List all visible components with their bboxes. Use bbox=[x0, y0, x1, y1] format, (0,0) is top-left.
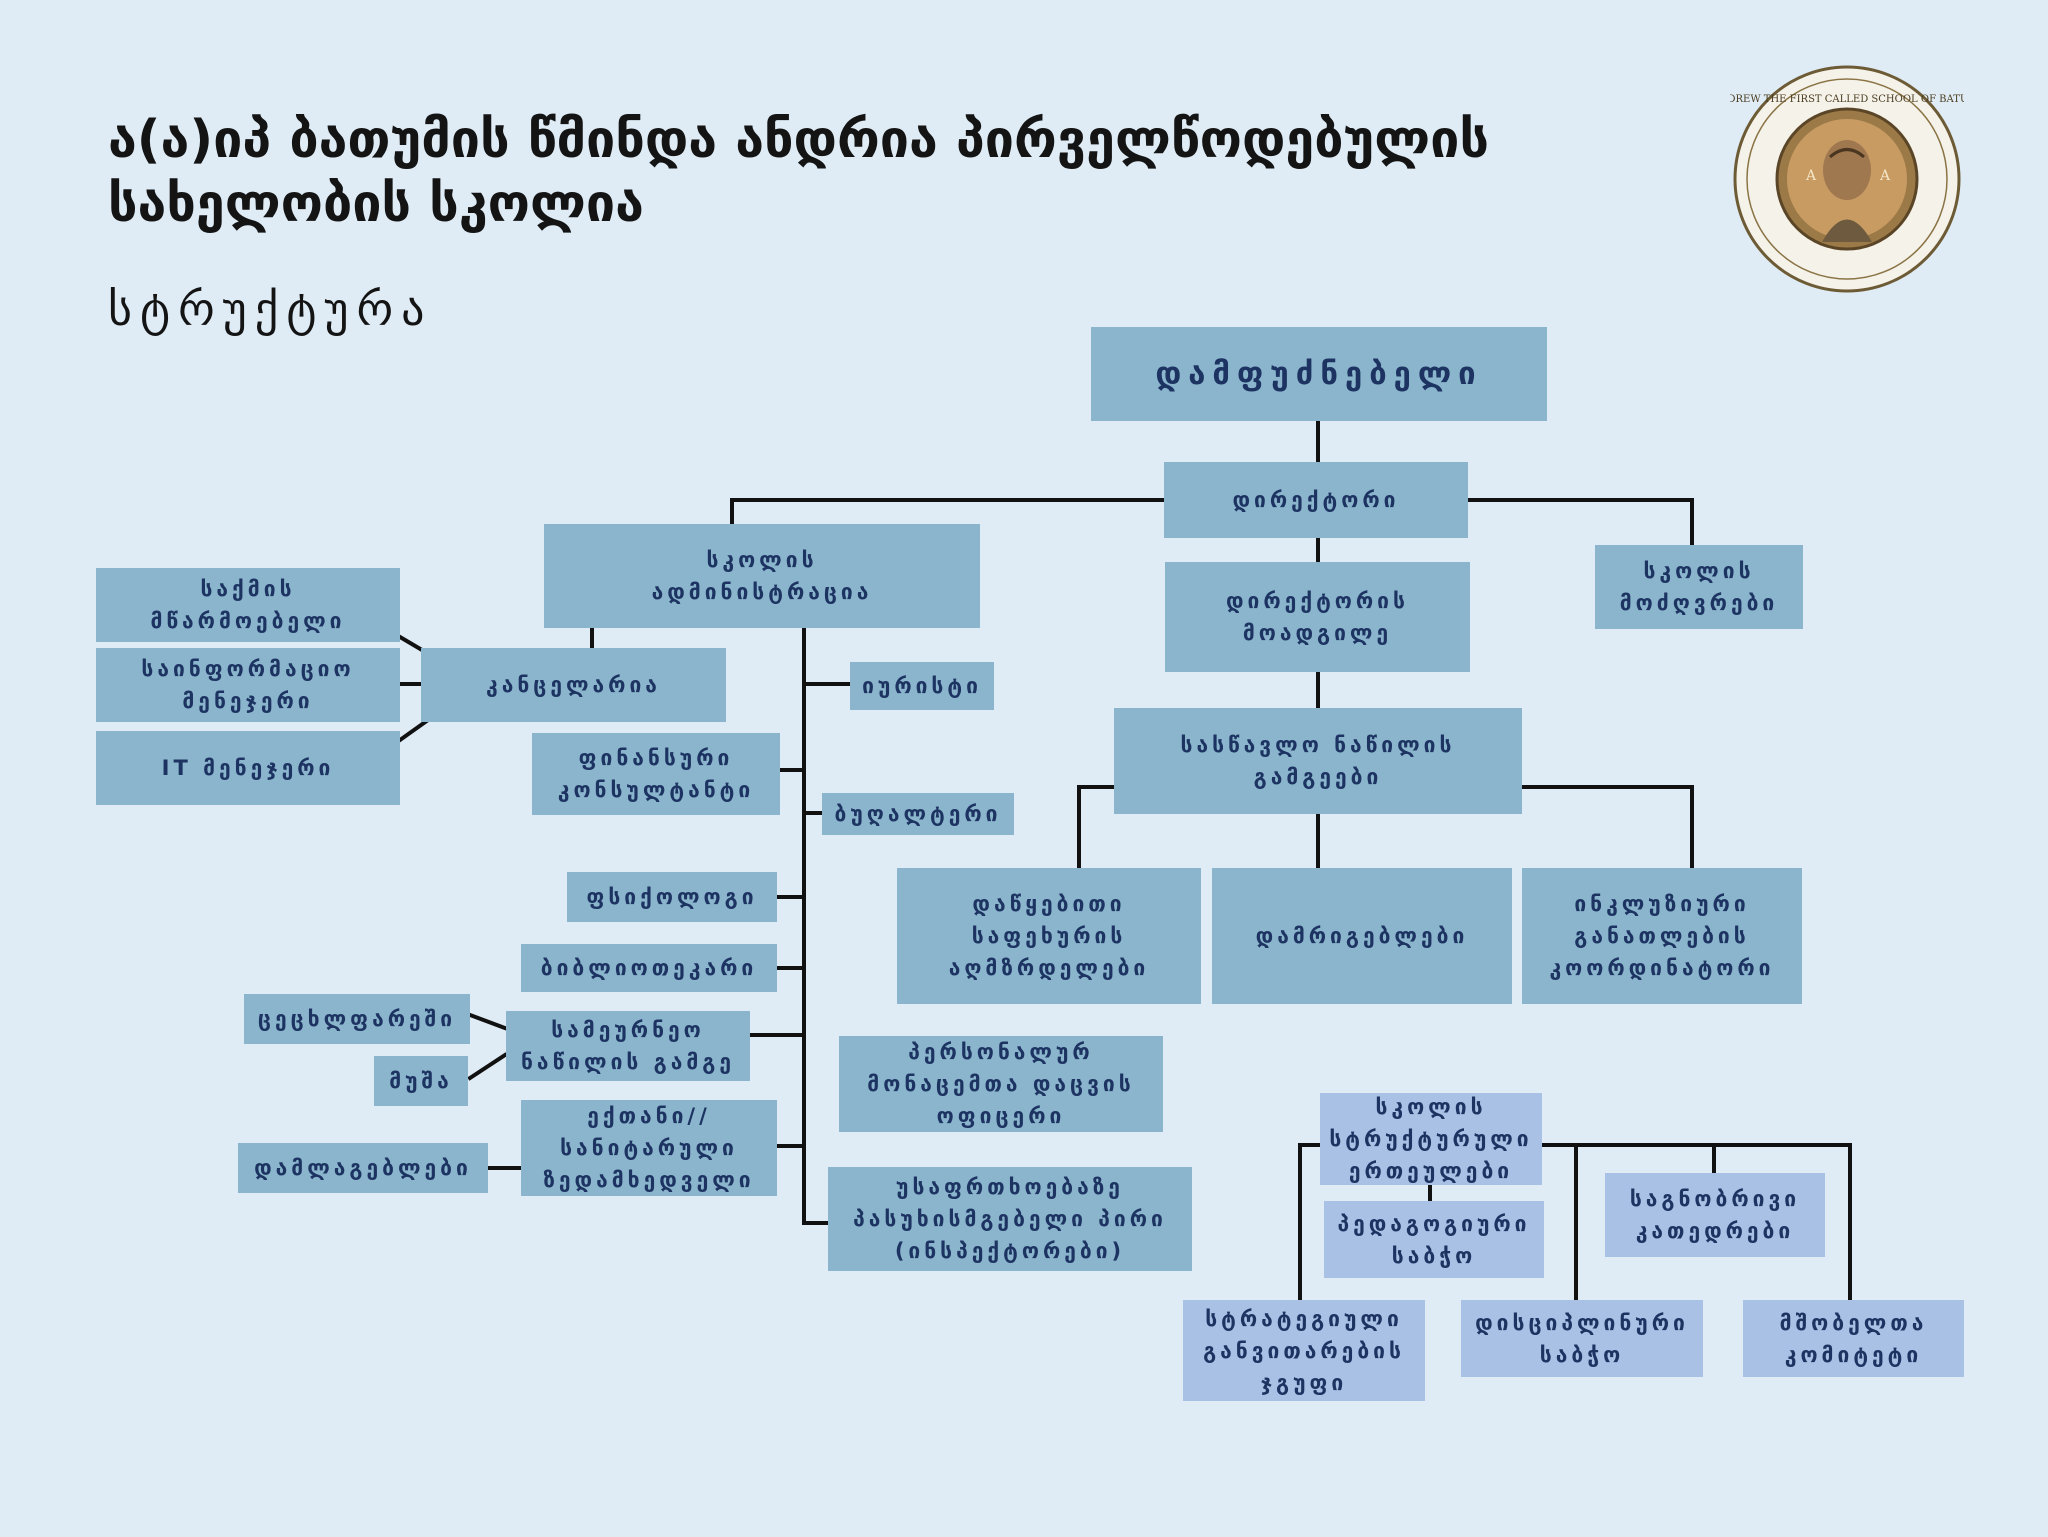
node-teachers: დამრიგებლები bbox=[1212, 868, 1512, 1004]
seal-text: ANDREW THE FIRST CALLED SCHOOL OF BATUMI bbox=[1730, 94, 1964, 105]
node-it-manager: IT მენეჯერი bbox=[96, 731, 400, 805]
node-info-manager: საინფორმაციო მენეჯერი bbox=[96, 648, 400, 722]
page-title: ა(ა)იპ ბათუმის წმინდა ანდრია პირველწოდებ… bbox=[108, 110, 1489, 234]
node-pedagogical-council: პედაგოგიური საბჭო bbox=[1324, 1201, 1544, 1278]
node-strategic-group: სტრატეგიული განვითარების ჯგუფი bbox=[1183, 1300, 1425, 1401]
node-chancellery: კანცელარია bbox=[421, 648, 726, 722]
node-safety-responsible: უსაფრთხოებაზე პასუხისმგებელი პირი (ინსპე… bbox=[828, 1167, 1192, 1271]
node-disciplinary-council: დისციპლინური საბჭო bbox=[1461, 1300, 1703, 1377]
svg-text:Α: Α bbox=[1879, 168, 1891, 184]
node-accounting: ბუღალტერი bbox=[822, 793, 1014, 835]
node-nurse-supervisor: ექთანი// სანიტარული ზედამხედველი bbox=[521, 1100, 777, 1196]
node-librarian: ბიბლიოთეკარი bbox=[521, 944, 777, 992]
node-director: დირექტორი bbox=[1164, 462, 1468, 538]
node-subject-departments: საგნობრივი კათედრები bbox=[1605, 1173, 1825, 1257]
node-lawyer: იურისტი bbox=[850, 662, 994, 710]
node-school-admin: სკოლის ადმინისტრაცია bbox=[544, 524, 980, 628]
node-worker: მუშა bbox=[374, 1056, 468, 1106]
school-seal-logo: Α Α ANDREW THE FIRST CALLED SCHOOL OF BA… bbox=[1730, 65, 1964, 293]
node-parents-committee: მშობელთა კომიტეტი bbox=[1743, 1300, 1964, 1377]
node-structural-units: სკოლის სტრუქტურული ერთეულები bbox=[1320, 1093, 1542, 1185]
node-primary-tutors: დაწყებითი საფეხურის აღმზრდელები bbox=[897, 868, 1201, 1004]
node-founder: დამფუძნებელი bbox=[1091, 327, 1547, 421]
node-inclusive-coordinator: ინკლუზიური განათლების კოორდინატორი bbox=[1522, 868, 1802, 1004]
node-psychologist: ფსიქოლოგი bbox=[567, 872, 777, 922]
node-study-heads: სასწავლო ნაწილის გამგეები bbox=[1114, 708, 1522, 814]
node-school-leaders: სკოლის მოძღვრები bbox=[1595, 545, 1803, 629]
node-cleaners: დამლაგებლები bbox=[238, 1143, 488, 1193]
page-subtitle: სტრუქტურა bbox=[108, 282, 433, 336]
node-deputy-director: დირექტორის მოადგილე bbox=[1165, 562, 1470, 672]
node-case-manager: საქმის მწარმოებელი bbox=[96, 568, 400, 642]
node-financial-consultant: ფინანსური კონსულტანტი bbox=[532, 733, 780, 815]
node-data-protection-officer: პერსონალურ მონაცემთა დაცვის ოფიცერი bbox=[839, 1036, 1163, 1132]
svg-text:Α: Α bbox=[1805, 168, 1817, 184]
node-household-head: სამეურნეო ნაწილის გამგე bbox=[506, 1011, 750, 1081]
node-fire-safety: ცეცხლფარეში bbox=[244, 994, 470, 1044]
